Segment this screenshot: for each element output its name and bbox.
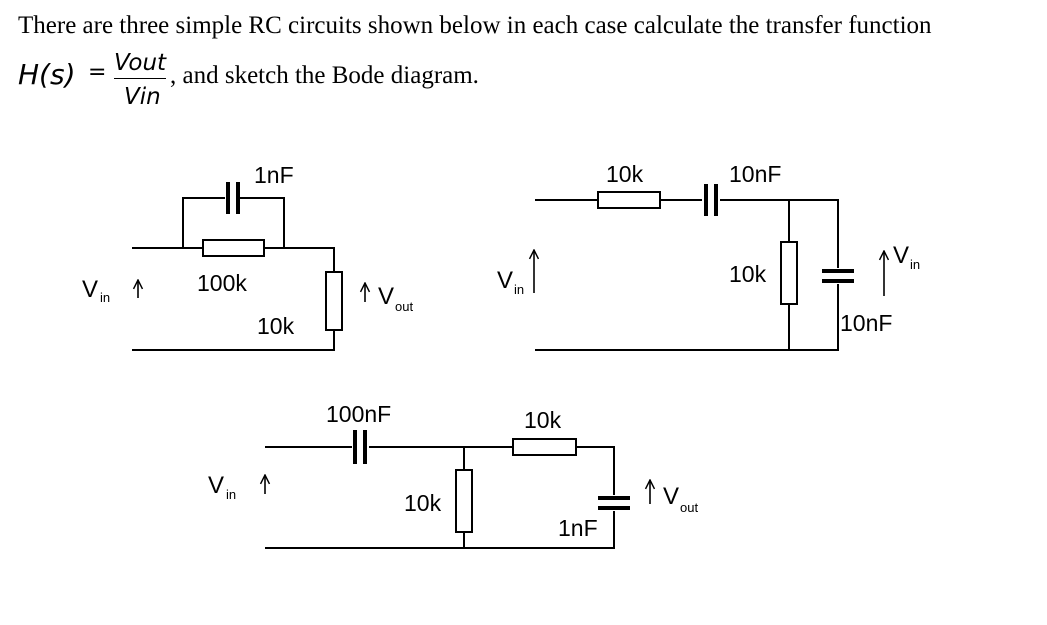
c1-parallel-wire-upper-right <box>240 197 285 248</box>
c3-vout-subscript: out <box>680 500 698 515</box>
c1-parallel-wire-upper-left <box>182 197 225 248</box>
c2-resistor-shunt-label: 10k <box>729 261 767 287</box>
question-line-2: , and sketch the Bode diagram. <box>170 62 479 89</box>
c2-resistor-series-label: 10k <box>606 161 644 187</box>
c3-capacitor-shunt-label: 1nF <box>558 515 598 541</box>
fraction-numerator: Vout <box>114 50 167 76</box>
fraction-bar <box>114 78 166 79</box>
c3-vin-label: V <box>208 472 224 499</box>
c2-vin-right-label: V <box>893 242 909 269</box>
c2-resistor-series <box>597 191 661 209</box>
c2-vin-left-subscript: in <box>514 282 524 297</box>
c3-output-wire-top <box>576 446 615 495</box>
c3-resistor-series-label: 10k <box>524 407 562 433</box>
c3-ground-wire <box>265 511 615 549</box>
c2-capacitor-shunt-label: 10nF <box>840 310 892 336</box>
c3-vin-subscript: in <box>226 487 236 502</box>
c3-capacitor-series-label: 100nF <box>326 401 391 427</box>
c3-resistor-shunt-label: 10k <box>404 490 442 516</box>
c1-ground-wire <box>132 330 335 351</box>
c3-resistor-series <box>512 438 577 456</box>
c1-output-wire-top <box>264 247 335 272</box>
c1-resistor-shunt <box>325 271 343 331</box>
equals-sign: = <box>88 60 107 85</box>
c2-resistor-shunt <box>780 241 798 305</box>
c1-resistor-top-label: 100k <box>197 270 247 296</box>
c1-resistor-series <box>202 239 265 257</box>
c3-vout-label: V <box>663 483 679 510</box>
circuit-3: 100nF 10k 10k 1nF V in V out <box>208 401 698 549</box>
c2-vin-right-subscript: in <box>910 257 920 272</box>
c1-capacitor-label: 1nF <box>254 162 294 188</box>
c1-vout-subscript: out <box>395 299 413 314</box>
circuit-2: 10k 10nF 10k 10nF V in V in <box>497 161 920 351</box>
c1-vin-label: V <box>82 276 98 303</box>
fraction-denominator: Vin <box>124 84 161 110</box>
question-line-1: There are three simple RC circuits shown… <box>18 12 932 39</box>
c1-vin-subscript: in <box>100 290 110 305</box>
c2-vin-left-label: V <box>497 267 513 294</box>
c2-ground-wire <box>535 284 839 351</box>
circuit-1: 1nF 100k 10k V in V out <box>82 162 413 351</box>
transfer-function-symbol: H(s) <box>18 58 76 91</box>
c2-output-wire-top <box>720 199 839 268</box>
c3-resistor-shunt <box>455 469 473 533</box>
c1-vout-label: V <box>378 283 394 310</box>
c1-resistor-shunt-label: 10k <box>257 313 295 339</box>
c2-capacitor-series-label: 10nF <box>729 161 781 187</box>
